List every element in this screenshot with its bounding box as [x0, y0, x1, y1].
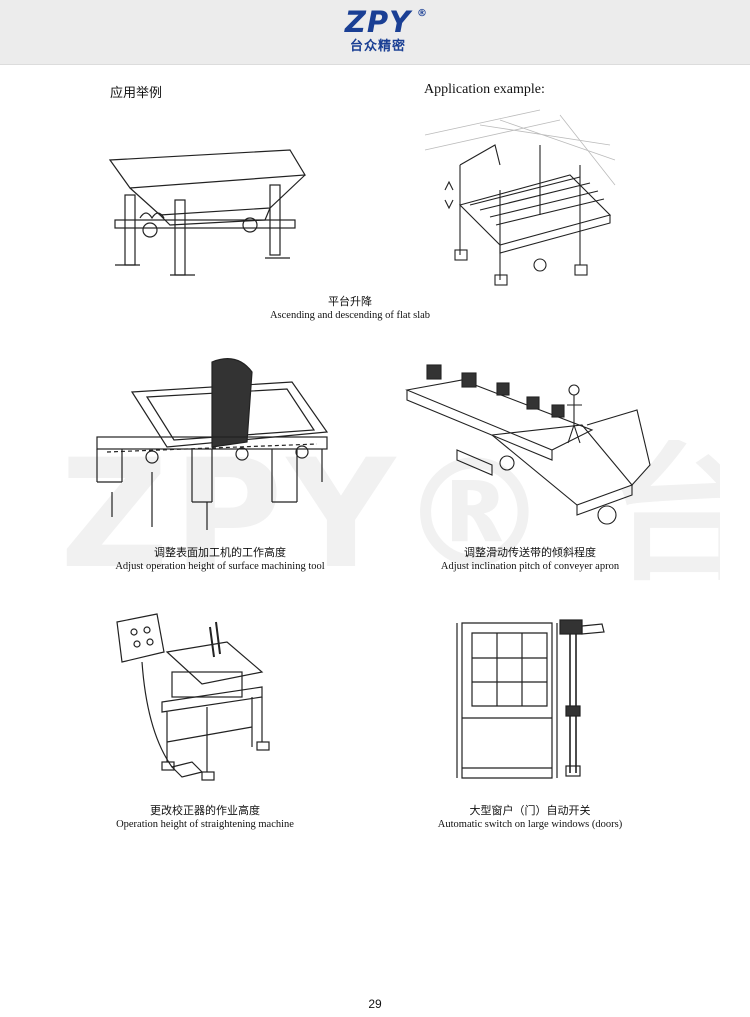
- caption-1-cn: 平台升降: [328, 295, 372, 308]
- caption-4-cn: 更改校正器的作业高度: [150, 804, 260, 817]
- caption-1: 平台升降 Ascending and descending of flat sl…: [200, 294, 500, 322]
- page-number: 29: [368, 997, 382, 1011]
- caption-5-cn: 大型窗户（门）自动开关: [469, 804, 591, 817]
- caption-3: 调整滑动传送带的倾斜程度 Adjust inclination pitch of…: [405, 545, 655, 573]
- caption-1-en: Ascending and descending of flat slab: [269, 310, 431, 321]
- zpy-logo: ZPY ® 台众精密: [333, 5, 427, 60]
- caption-2: 调整表面加工机的工作高度 Adjust operation height of …: [95, 545, 345, 573]
- illustration-surface-machining: [92, 352, 342, 532]
- illustration-large-window: [452, 618, 612, 783]
- watermark: ZPY® 台众: [60, 440, 720, 600]
- caption-5: 大型窗户（门）自动开关 Automatic switch on large wi…: [405, 803, 655, 831]
- logo-chinese-name: 台众精密: [349, 39, 406, 54]
- caption-3-en: Adjust inclination pitch of conveyer apr…: [440, 561, 620, 572]
- caption-2-cn: 调整表面加工机的工作高度: [154, 546, 286, 559]
- illustration-straightening-machine: [112, 612, 277, 787]
- caption-3-cn: 调整滑动传送带的倾斜程度: [464, 546, 596, 559]
- caption-4: 更改校正器的作业高度 Operation height of straighte…: [80, 803, 330, 831]
- illustration-flat-slab: [420, 105, 620, 295]
- caption-5-en: Automatic switch on large windows (doors…: [437, 819, 623, 830]
- section-title-cn: 应用举例: [110, 86, 163, 101]
- section-title-en: Application example:: [424, 82, 545, 97]
- registered-mark: ®: [417, 8, 427, 19]
- logo-mark: ZPY: [344, 5, 412, 39]
- page-header: ZPY ® 台众精密: [0, 0, 750, 65]
- caption-2-en: Adjust operation height of surface machi…: [115, 561, 325, 572]
- illustration-platform-hopper: [100, 140, 310, 280]
- illustration-conveyor-apron: [402, 355, 652, 535]
- caption-4-en: Operation height of straightening machin…: [116, 819, 294, 830]
